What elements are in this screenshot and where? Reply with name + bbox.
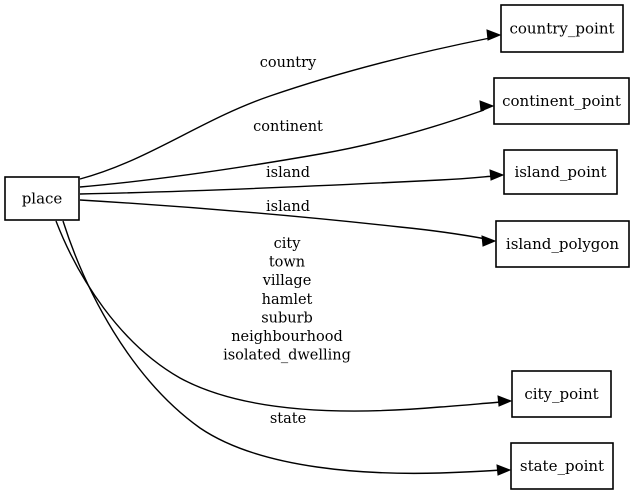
node-label: place	[22, 190, 63, 208]
node-layer: place country_point continent_point island_…	[4, 4, 630, 490]
node-label: state_point	[520, 457, 604, 475]
node-rect	[493, 77, 630, 125]
arrowhead-icon	[496, 464, 512, 476]
edge-line	[79, 37, 491, 180]
edge-line	[79, 109, 485, 188]
target-node-island_polygon[interactable]: island_polygon	[495, 220, 630, 268]
edge-label: island	[266, 165, 310, 181]
edge-place-to-island_point[interactable]: island	[79, 165, 505, 195]
source-node-place[interactable]: place	[4, 176, 80, 221]
edge-place-to-island_polygon[interactable]: island	[79, 199, 497, 247]
node-label: city_point	[524, 385, 598, 403]
arrowhead-icon	[481, 235, 497, 247]
edge-label: island	[266, 199, 310, 215]
edge-label: state	[270, 411, 306, 427]
target-node-city_point[interactable]: city_point	[511, 370, 612, 418]
edge-place-to-country_point[interactable]: country	[79, 29, 502, 180]
edge-line	[62, 220, 502, 475]
edge-place-to-continent_point[interactable]: continent	[79, 100, 495, 188]
node-rect	[495, 220, 630, 268]
node-rect	[511, 370, 612, 418]
edge-place-to-state_point[interactable]: state	[62, 220, 512, 476]
node-label: country_point	[509, 20, 614, 38]
arrowhead-icon	[497, 395, 513, 407]
node-rect	[510, 442, 614, 490]
arrowhead-icon	[486, 29, 502, 41]
node-rect	[503, 149, 618, 195]
target-node-state_point[interactable]: state_point	[510, 442, 614, 490]
node-rect	[500, 4, 624, 53]
node-label: island_point	[514, 163, 606, 181]
target-node-island_point[interactable]: island_point	[503, 149, 618, 195]
node-label: continent_point	[502, 92, 621, 110]
edge-label: country	[260, 55, 317, 71]
arrowhead-icon	[479, 100, 495, 112]
edge-line	[79, 199, 487, 240]
target-node-continent_point[interactable]: continent_point	[493, 77, 630, 125]
edge-line	[55, 220, 503, 412]
node-label: island_polygon	[506, 235, 620, 253]
arrowhead-icon	[489, 169, 505, 181]
target-node-country_point[interactable]: country_point	[500, 4, 624, 53]
edge-line	[79, 175, 495, 195]
node-rect	[4, 176, 80, 221]
edge-label: continent	[253, 119, 323, 135]
